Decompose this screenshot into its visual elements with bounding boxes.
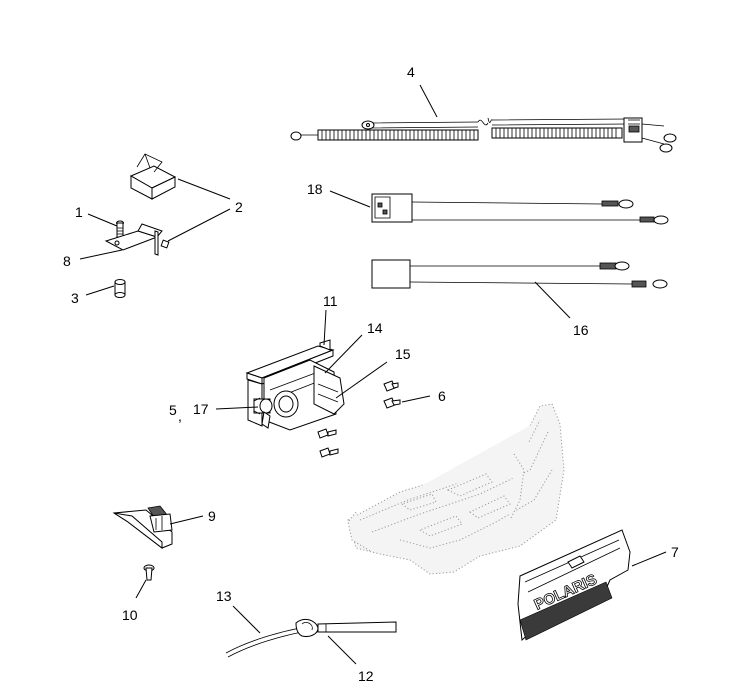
callout-14: 14 <box>367 320 383 336</box>
callout-11: 11 <box>323 293 338 309</box>
callout-2: 2 <box>235 199 243 215</box>
spacer-part-3[interactable] <box>114 279 126 298</box>
leader-line-10 <box>135 579 147 599</box>
callout-5: 5 <box>169 402 177 418</box>
clamp-part-12[interactable] <box>295 618 397 637</box>
callout-16: 16 <box>573 322 589 338</box>
callout-10: 10 <box>122 607 138 623</box>
callout-4: 4 <box>407 64 415 80</box>
bracket-part-8[interactable] <box>104 223 163 256</box>
callout-9: 9 <box>208 508 216 524</box>
leader-line-12 <box>327 635 357 665</box>
leader-line-2b <box>167 208 231 242</box>
leader-line-9 <box>169 515 204 525</box>
leader-line-8 <box>79 249 123 260</box>
leader-line-11 <box>323 309 327 346</box>
leader-line-7 <box>631 551 667 567</box>
grille-part-7[interactable]: POLARIS <box>517 529 631 642</box>
switch-part-9[interactable] <box>112 505 173 550</box>
callout-12: 12 <box>358 668 374 684</box>
harness-part-16[interactable] <box>371 259 668 289</box>
callout-15: 15 <box>395 346 411 362</box>
battery-cable-part-4[interactable] <box>290 117 677 153</box>
relay-part-2[interactable] <box>129 153 177 249</box>
leader-line-18 <box>329 190 371 208</box>
callout-1: 1 <box>75 204 83 220</box>
callout-17: 17 <box>193 401 209 417</box>
callout-5-separator: , <box>178 408 182 424</box>
leader-line-14 <box>324 334 363 374</box>
screw-part-10[interactable] <box>143 564 155 581</box>
leader-line-17 <box>215 406 259 410</box>
callout-6: 6 <box>438 388 446 404</box>
cable-part-13[interactable] <box>225 627 303 658</box>
harness-part-18[interactable] <box>371 193 669 225</box>
screws-part-15[interactable] <box>317 428 339 458</box>
callout-18: 18 <box>307 181 323 197</box>
winch-assembly[interactable] <box>245 339 345 431</box>
leader-line-15 <box>335 361 388 399</box>
callout-8: 8 <box>63 253 71 269</box>
leader-line-2a <box>177 178 231 200</box>
front-bumper <box>347 403 565 575</box>
leader-line-3 <box>85 285 115 296</box>
screws-part-6[interactable] <box>383 380 401 409</box>
callout-13: 13 <box>216 588 232 604</box>
callout-3: 3 <box>71 290 79 306</box>
callout-7: 7 <box>671 544 679 560</box>
leader-line-6 <box>401 395 431 403</box>
leader-line-13 <box>232 605 261 634</box>
leader-line-4 <box>419 84 438 118</box>
leader-line-1 <box>87 213 118 227</box>
leader-line-16 <box>534 281 571 319</box>
